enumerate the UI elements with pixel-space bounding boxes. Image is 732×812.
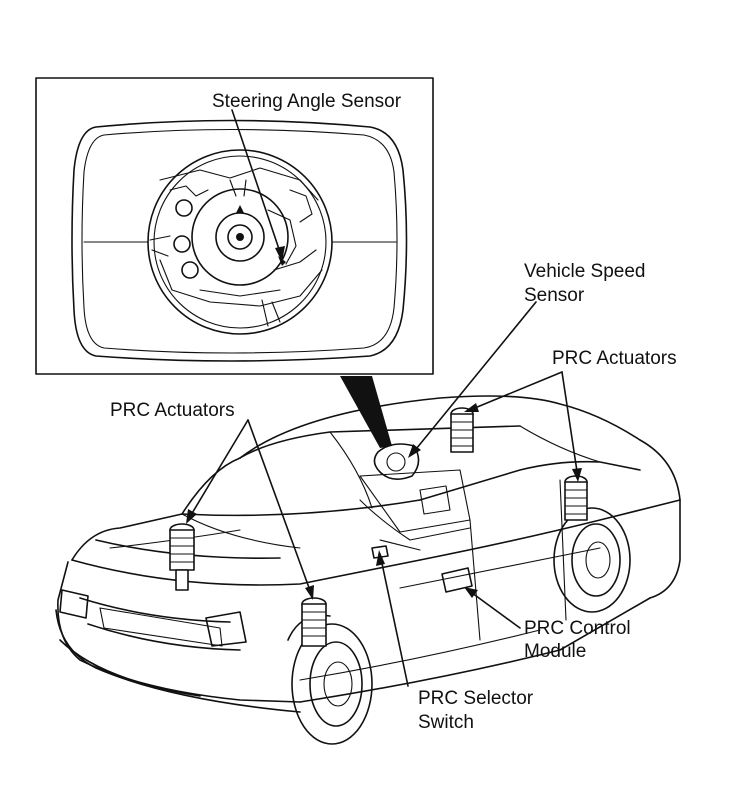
label-prc-selector-switch-line1: PRC Selector — [418, 688, 534, 709]
actuator-rear-left — [169, 523, 195, 591]
inset-pointer — [340, 376, 392, 448]
actuator-front-right — [564, 475, 588, 521]
label-vehicle-speed-sensor-line1: Vehicle Speed — [524, 261, 646, 282]
front-wheel — [553, 507, 631, 613]
actuator-rear-right — [301, 597, 327, 647]
label-prc-selector-switch-line2: Switch — [418, 712, 474, 733]
car-body — [55, 395, 681, 713]
label-prc-control-module-line1: PRC Control — [524, 618, 631, 639]
label-vehicle-speed-sensor-line2: Sensor — [524, 285, 585, 306]
label-prc-control-module-line2: Module — [524, 641, 586, 662]
label-prc-actuators-right: PRC Actuators — [552, 348, 677, 369]
label-steering-angle-sensor: Steering Angle Sensor — [212, 91, 402, 112]
steering-wheel-inset — [35, 77, 434, 375]
leader-lines — [186, 109, 582, 687]
callout-labels: Steering Angle Sensor Vehicle Speed Sens… — [110, 91, 677, 733]
actuator-front-left — [450, 407, 474, 453]
label-prc-actuators-left: PRC Actuators — [110, 400, 235, 421]
